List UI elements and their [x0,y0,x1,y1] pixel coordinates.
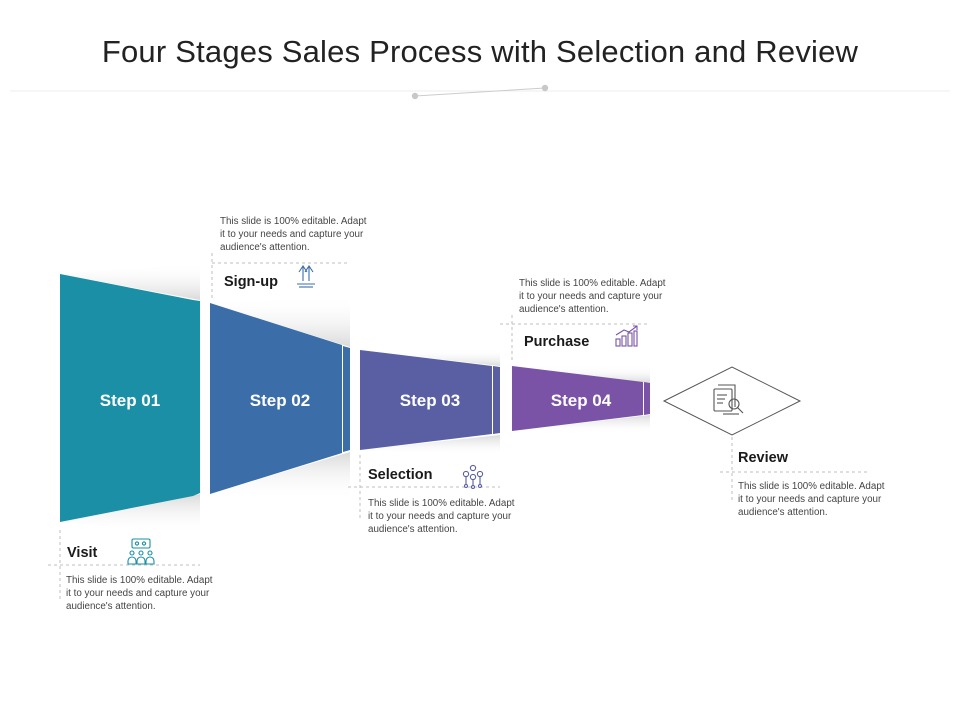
people-group-icon [127,538,155,565]
stage-review-label: Review [738,450,789,466]
network-nodes-icon [462,464,484,490]
step-04-label: Step 04 [551,391,612,410]
step-03-label: Step 03 [400,391,460,410]
signup-description: This slide is 100% editable. Adapt it to… [220,216,367,253]
step-03-shape [360,350,492,450]
step-04-shape [512,366,643,431]
review-description: This slide is 100% editable. Adapt it to… [738,481,885,518]
stage-selection-label: Selection [368,467,432,483]
document-magnifier-icon [713,384,744,415]
title-divider [10,84,950,100]
step-01-edge [193,300,200,496]
step-01-label: Step 01 [100,391,160,410]
selection-description: This slide is 100% editable. Adapt it to… [368,498,515,535]
stage-visit-label: Visit [67,545,98,561]
bar-chart-growth-icon [615,325,638,347]
step-02-edge [343,346,350,452]
step-02-shape [210,303,342,494]
step-03-edge [493,366,500,434]
upload-arrows-icon [297,265,315,288]
step-01-shape [60,274,193,522]
visit-description: This slide is 100% editable. Adapt it to… [66,575,213,612]
step-04-edge [644,382,650,415]
stage-signup-label: Sign-up [224,274,278,290]
stage-purchase-label: Purchase [524,334,589,350]
purchase-description: This slide is 100% editable. Adapt it to… [519,278,666,315]
page-title: Four Stages Sales Process with Selection… [101,34,859,69]
step-02-label: Step 02 [250,391,310,410]
